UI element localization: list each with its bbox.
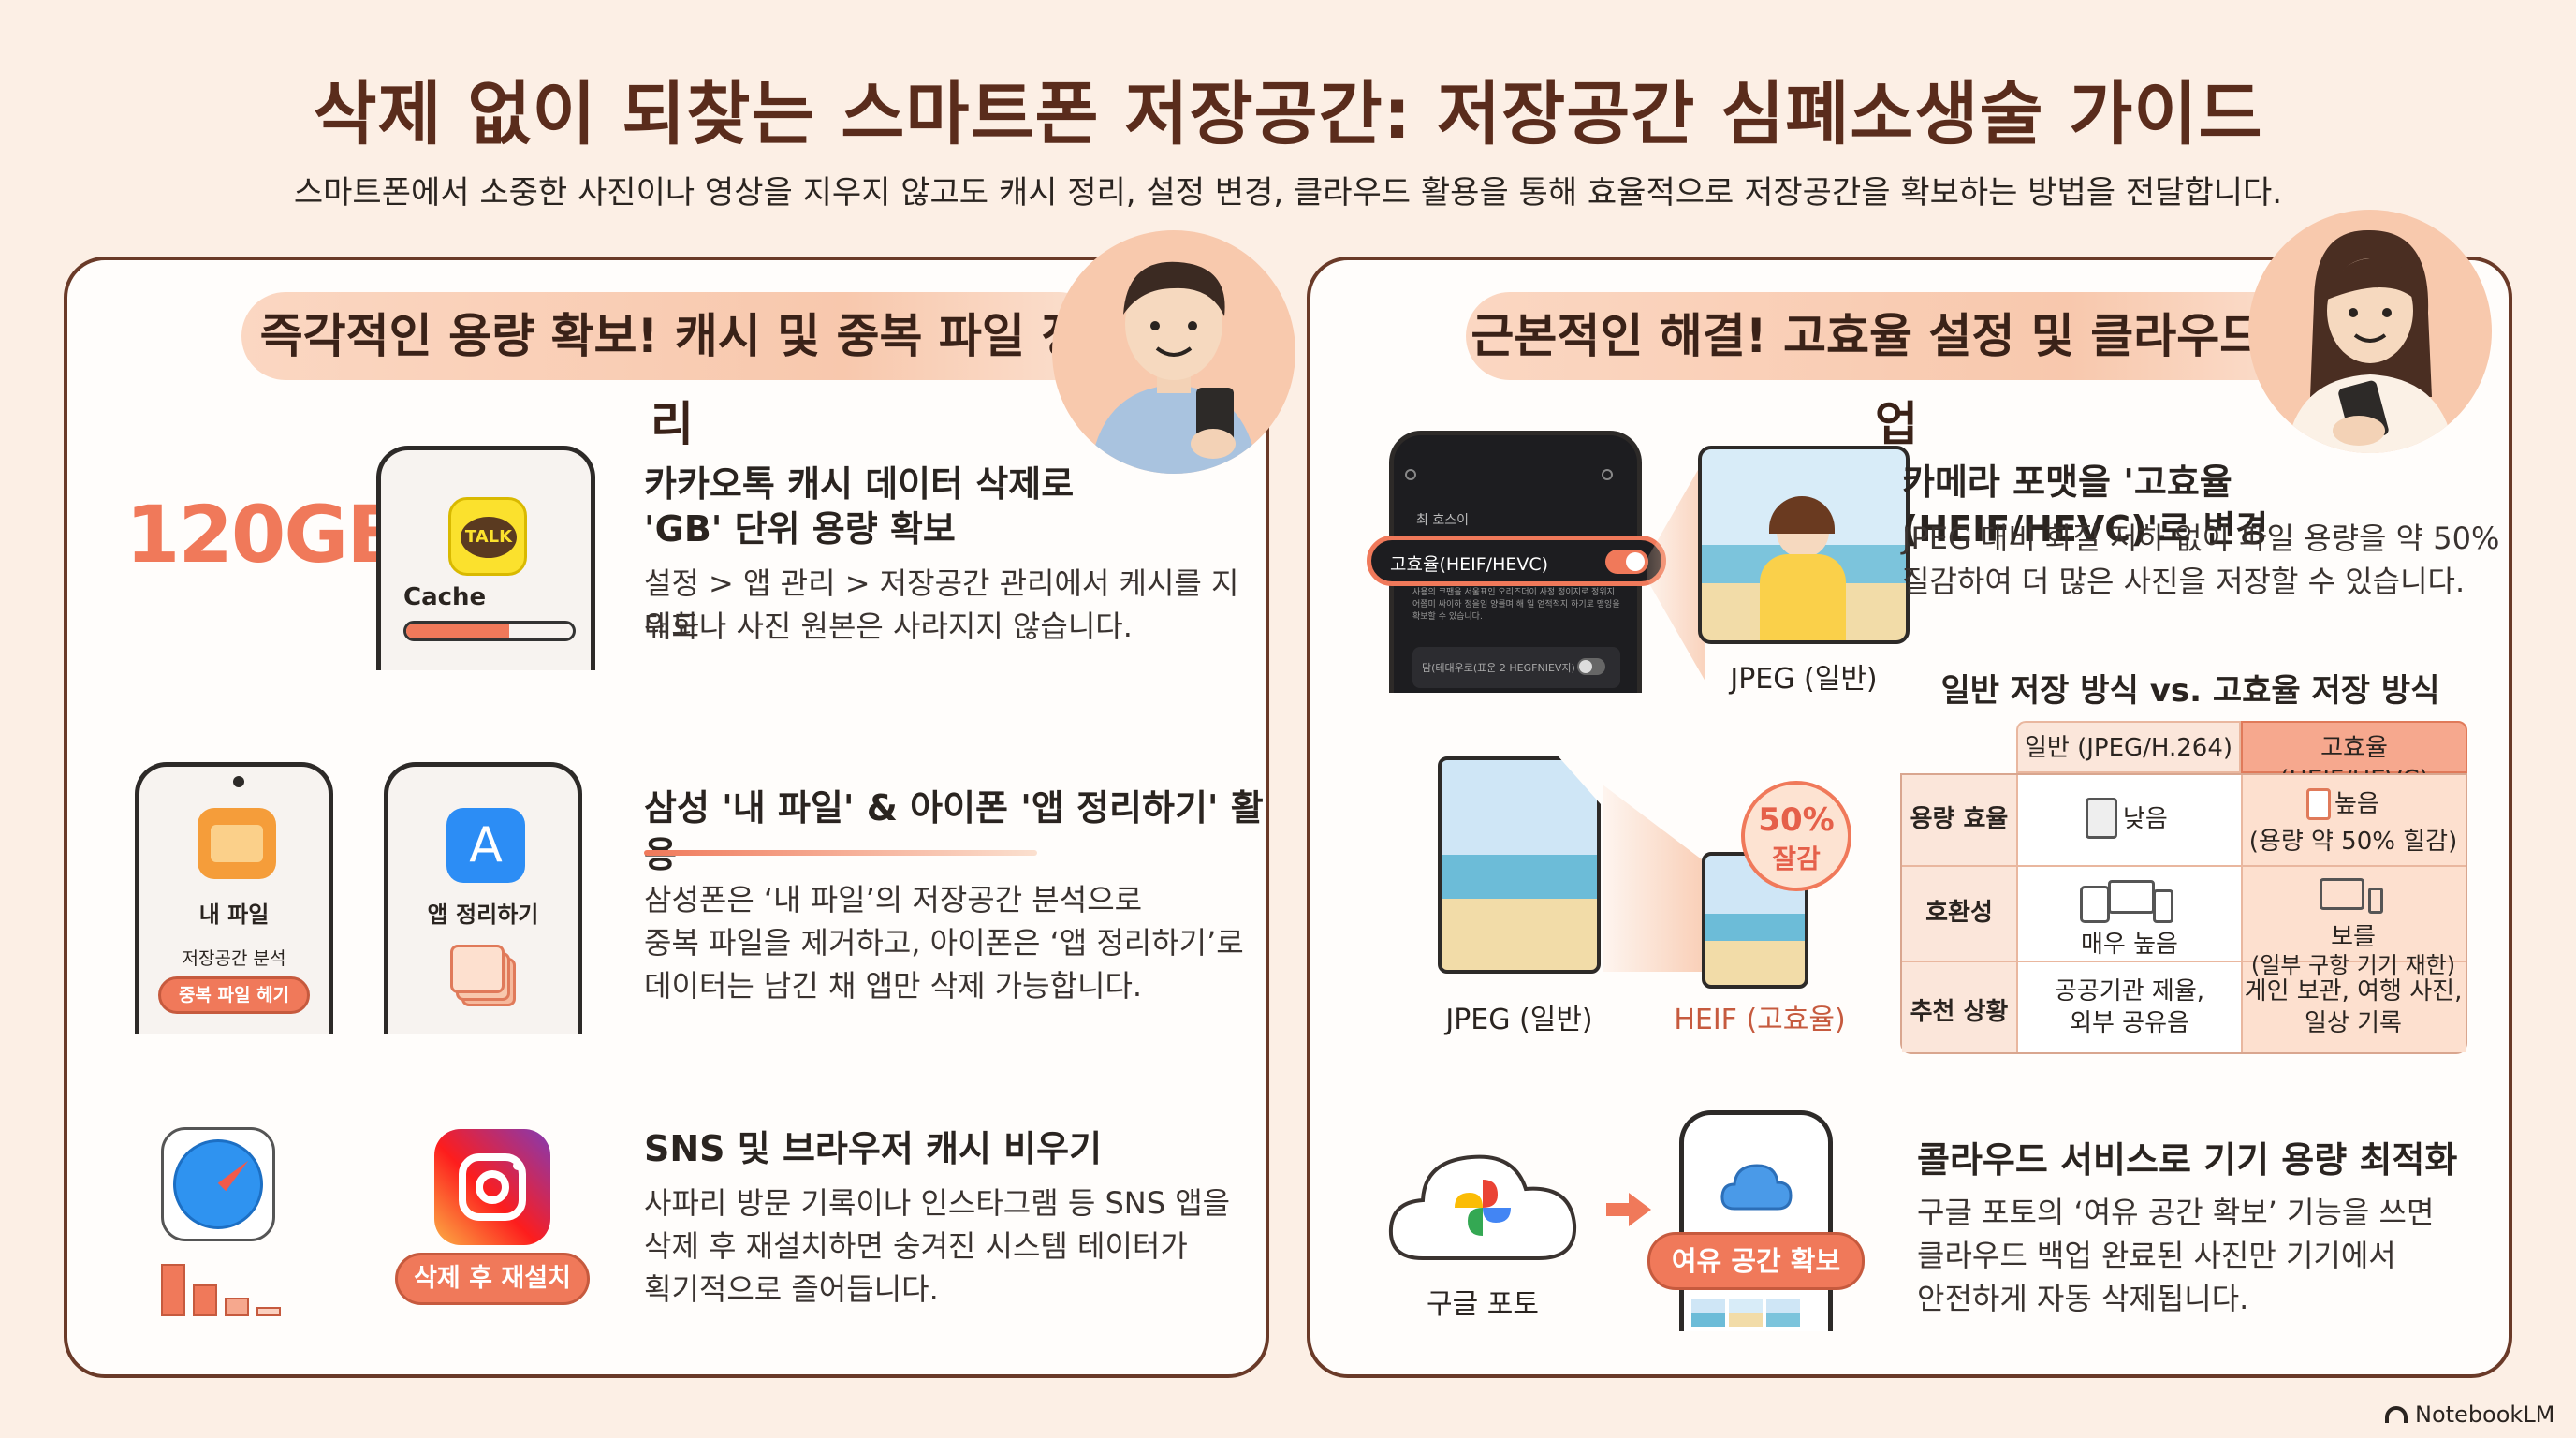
folder-icon — [198, 808, 276, 879]
camera-body-line2: 질감하여 더 많은 사진을 저장할 수 있습니다. — [1902, 564, 2466, 599]
table-header-normal: 일반 (JPEG/H.264) — [2016, 721, 2241, 773]
kakao-phone: TALK Cache — [376, 446, 595, 670]
laptop-phone-icon — [2320, 878, 2385, 919]
page-title: 삭제 없이 되찾는 스마트폰 저장공간: 저장공간 심폐소생술 가이드 — [313, 74, 2263, 154]
cache-label: Cache — [403, 583, 487, 611]
right-section-pill: 근본적인 해결! 고효율 설정 및 클라우드 백업 — [1466, 292, 2327, 451]
remove-duplicates-button[interactable]: 중복 파일 헤기 — [158, 976, 310, 1014]
offload-apps-label: 앱 정리하기 — [427, 902, 539, 928]
cache-progress-fill — [406, 624, 510, 638]
heif-toggle-switch[interactable] — [1605, 550, 1648, 574]
secondary-setting-label: 담(테대우로(표운 2 HEGFNIEV지) — [1422, 662, 1575, 674]
item3-title: SNS 및 브라우저 캐시 비우기 — [644, 1128, 1103, 1169]
iphone-phone: A 앱 정리하기 — [384, 762, 582, 1034]
app-store-icon: A — [446, 808, 525, 883]
item2-body-line1: 삼성폰은 ‘내 파일’의 저장공간 분석으로 — [644, 882, 1143, 917]
notebooklm-brand: NotebookLM — [2385, 1401, 2554, 1429]
item2-title: 삼성 '내 파일' & 아이폰 '앱 정리하기' 활용 — [644, 787, 1264, 875]
fifty-percent-badge: 50% 잘감 — [1741, 781, 1852, 891]
photo-stack-icon — [450, 945, 516, 1010]
google-photos-cloud — [1385, 1140, 1580, 1268]
secondary-toggle[interactable] — [1577, 658, 1605, 675]
kakao-icon: TALK — [448, 497, 527, 576]
left-panel: 즉각적인 용량 확보! 캐시 및 중복 파일 정리 120GB TALK Cac… — [64, 230, 1295, 1378]
devices-icon — [2080, 880, 2183, 925]
storage-analysis-label: 저장공간 분석 — [182, 948, 286, 969]
item2-body-line2: 중복 파일을 제거하고, 아이폰은 ‘앱 정리하기’로 — [644, 925, 1244, 961]
jpeg-file-icon — [1438, 756, 1601, 974]
item1-title-line2: 'GB' 단위 용량 확보 — [644, 508, 956, 550]
samsung-phone: 내 파일 저장공간 분석 중복 파일 헤기 — [135, 762, 333, 1034]
free-up-space-button[interactable]: 여유 공간 확보 — [1647, 1232, 1865, 1290]
heif-toggle-label: 고효율(HEIF/HEVC) — [1390, 554, 1549, 575]
camera-screen-header: 최 호스이 — [1416, 513, 1469, 528]
item1-body-line1: 설정 > 앱 관리 > 저장공간 관리에서 케시를 지워도 — [644, 565, 1239, 644]
woman-with-phone-avatar — [2248, 210, 2492, 453]
item1-body-line2: 대화나 사진 원본은 사라지지 않습니다. — [644, 609, 1133, 644]
right-panel: 근본적인 해결! 고효율 설정 및 클라우드 백업 최 호스이 사용의 코팬을 … — [1307, 210, 2512, 1378]
item3-body-line2: 삭제 후 재설치하면 숭겨진 시스템 테이터가 — [644, 1228, 1188, 1264]
cloud-title: 콜라우드 서비스로 기기 용량 최적화 — [1917, 1139, 2458, 1181]
file-icon-high — [2306, 788, 2331, 820]
comparison-table: 용량 효율 낮음 높음 (용량 약 50% 힐감) 호환성 매우 높음 보를 (… — [1900, 773, 2467, 1054]
reinstall-button[interactable]: 삭제 후 재설치 — [395, 1253, 590, 1305]
page-subtitle: 스마트폰에서 소중한 사진이나 영상을 지우지 않고도 캐시 정리, 설정 변경… — [293, 174, 2283, 212]
item3-body-line1: 사파리 방문 기록이나 인스타그램 등 SNS 앱을 — [644, 1185, 1231, 1221]
left-section-pill: 즉각적인 용량 확보! 캐시 및 중복 파일 정리 — [242, 292, 1103, 451]
table-header-high: 고효율 (HEIF/HEVC) — [2241, 721, 2467, 794]
camera-setting-description: 사용의 코팬을 서울표인 오리즈더이 사정 정이지로 정위지 어쯤미 싸이하 정… — [1412, 588, 1620, 622]
camera-body-line1: JPEG 대비 화질 저하 없이 파일 용량을 약 50% — [1902, 521, 2500, 556]
instagram-icon — [434, 1129, 550, 1245]
icloud-icon — [1720, 1158, 1793, 1212]
storage-badge: 120GB — [125, 489, 406, 580]
item3-body-line3: 획기적으로 즐어듭니다. — [644, 1271, 939, 1307]
item2-underline — [644, 850, 1037, 856]
cloud-body-line3: 안전하게 자동 삭제됩니다. — [1917, 1281, 2249, 1316]
cloud-phone — [1679, 1110, 1833, 1331]
item2-body-line3: 데이터는 남긴 채 앱만 삭제 가능합니다. — [644, 968, 1143, 1004]
jpeg-sample-photo — [1698, 446, 1910, 644]
heif-setting-row[interactable]: 고효율(HEIF/HEVC) — [1367, 536, 1666, 586]
cloud-body-line2: 클라우드 백업 완료된 사진만 기기에서 — [1917, 1238, 2396, 1273]
notebooklm-logo-icon — [2385, 1406, 2408, 1423]
camera-title: 카메라 포맷을 '고효율(HEIF/HEVC)'로 변경 — [1902, 462, 2269, 550]
row-label-efficiency: 용량 효율 — [1910, 805, 2009, 833]
arrow-right-icon — [1606, 1193, 1651, 1226]
cloud-body-line1: 구글 포토의 ‘여유 공간 확보’ 기능을 쓰면 — [1917, 1195, 2435, 1230]
table-title: 일반 저장 방식 vs. 고효율 저장 방식 — [1940, 672, 2440, 710]
shrinking-bars-icon — [161, 1260, 292, 1316]
cache-progress-bar — [403, 621, 576, 641]
row-label-recommended: 추천 상황 — [1910, 998, 2009, 1026]
jpeg-sample-caption: JPEG (일반) — [1730, 663, 1878, 696]
item1-title-line1: 카카오톡 캐시 데이터 삭제로 — [644, 463, 1075, 505]
heif-file-label: HEIF (고효율) — [1674, 1004, 1846, 1036]
google-photos-label: 구글 포토 — [1427, 1288, 1539, 1321]
file-icon-low — [2086, 798, 2117, 839]
jpeg-file-label: JPEG (일반) — [1445, 1004, 1593, 1036]
man-with-phone-avatar — [1052, 230, 1295, 474]
my-files-label: 내 파일 — [198, 902, 270, 928]
safari-icon — [161, 1127, 275, 1241]
row-label-compatibility: 호환성 — [1925, 899, 1993, 927]
